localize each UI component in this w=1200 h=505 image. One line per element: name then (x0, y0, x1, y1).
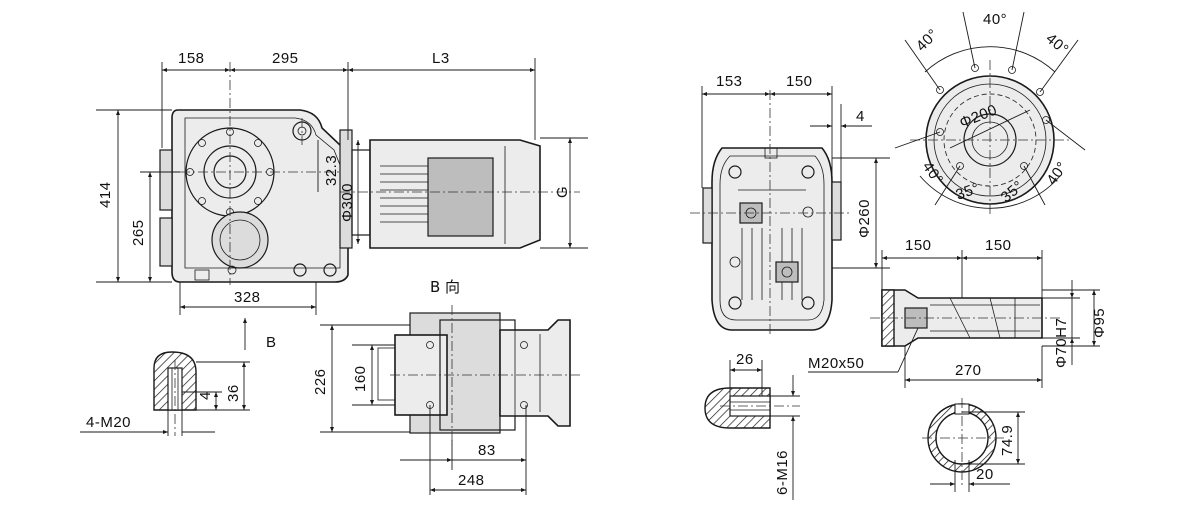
dim-150-right: 150 (985, 237, 1012, 254)
dim-l3: L3 (432, 50, 450, 67)
left-side-view: 158 295 L3 414 265 32.3 Φ300 G 328 B (96, 50, 588, 351)
dim-26: 26 (736, 351, 754, 368)
dim-phi95: Φ95 (1091, 308, 1108, 338)
dim-265: 265 (130, 219, 147, 246)
dim-4: 4 (197, 391, 214, 400)
dim-74-9: 74.9 (999, 425, 1016, 456)
view-b-label: B (266, 334, 277, 351)
dim-phi300: Φ300 (339, 183, 356, 222)
dim-160: 160 (352, 365, 369, 392)
flange-bolt-holes (936, 64, 1050, 170)
dim-phi70h7: Φ70H7 (1053, 318, 1070, 368)
front-view: 153 150 4 Φ260 (690, 73, 890, 336)
dim-226: 226 (312, 368, 329, 395)
dim-phi260: Φ260 (856, 199, 873, 238)
b-direction-view: B 向 226 160 83 248 (312, 278, 580, 495)
flange-view: 40° 40° 40° Φ200 40° 35° 35° 40° (894, 11, 1086, 215)
dim-83: 83 (478, 442, 496, 459)
dim-32-3: 32.3 (323, 155, 340, 186)
dim-36: 36 (225, 384, 242, 402)
dim-158: 158 (178, 50, 205, 67)
thread-m20x50: M20x50 (808, 355, 864, 372)
hollow-shaft-view: 150 150 Φ95 Φ70H7 M20x50 270 (808, 237, 1108, 388)
bolt-hole-detail: 4 36 4-M20 (80, 351, 250, 436)
dim-20: 20 (976, 466, 994, 483)
dim-g: G (554, 186, 571, 198)
dim-150: 150 (786, 73, 813, 90)
dim-4-right: 4 (856, 108, 865, 125)
angle-40-top: 40° (983, 11, 1007, 28)
dim-153: 153 (716, 73, 743, 90)
thread-hole-detail: 26 6-M16 (704, 351, 800, 500)
thread-4-m20: 4-M20 (86, 414, 131, 431)
motor-fins (380, 165, 430, 223)
dim-328: 328 (234, 289, 261, 306)
b-view-title: B 向 (430, 278, 460, 296)
dim-150-left: 150 (905, 237, 932, 254)
dim-270: 270 (955, 362, 982, 379)
dim-248: 248 (458, 472, 485, 489)
dim-414: 414 (97, 181, 114, 208)
angle-40-left: 40° (913, 26, 942, 55)
thread-6-m16: 6-M16 (774, 450, 791, 495)
shaft-keyway-section: 74.9 20 (922, 398, 1025, 492)
dim-295: 295 (272, 50, 299, 67)
